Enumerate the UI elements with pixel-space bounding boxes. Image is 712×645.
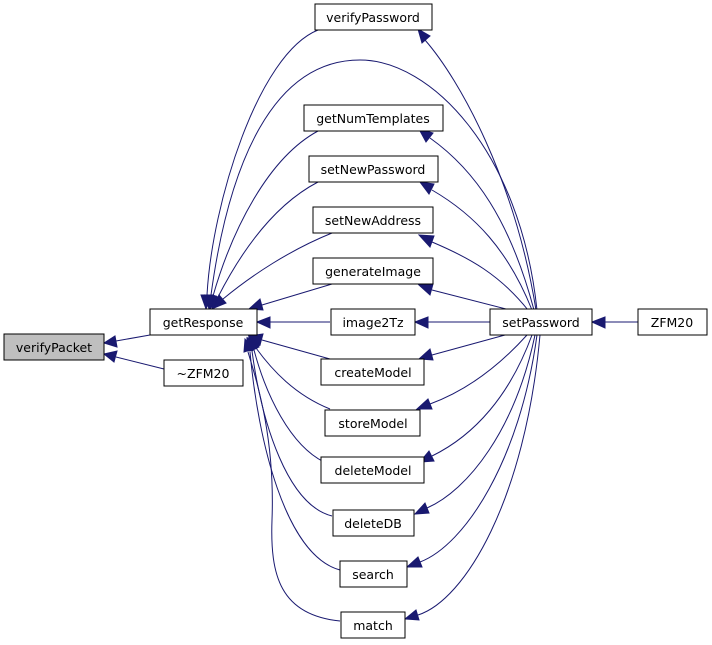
node-label-image2Tz: image2Tz <box>342 315 404 330</box>
node-storeModel[interactable]: storeModel <box>324 409 421 437</box>
node-label-getResponse: getResponse <box>163 315 244 330</box>
edge-generateImage-getResponse <box>247 283 333 311</box>
node-deleteModel[interactable]: deleteModel <box>320 456 425 484</box>
node-setNewPassword[interactable]: setNewPassword <box>308 155 439 183</box>
edge-setNewAddress-getResponse <box>213 232 333 309</box>
edge-getResponse-verifyPacket <box>102 334 151 348</box>
node-search[interactable]: search <box>339 560 408 588</box>
edge-dtor-verifyPacket <box>102 350 165 370</box>
node-label-createModel: createModel <box>334 365 411 380</box>
edge-setPassword-search <box>405 334 538 568</box>
node-getNumTemplates[interactable]: getNumTemplates <box>303 104 444 132</box>
node-label-storeModel: storeModel <box>338 416 407 431</box>
node-label-match: match <box>353 618 393 633</box>
node-label-setNewPassword: setNewPassword <box>321 162 426 177</box>
node-label-generateImage: generateImage <box>325 264 421 279</box>
edge-setPassword-deleteDB <box>413 334 536 515</box>
node-getResponse[interactable]: getResponse <box>149 308 258 336</box>
node-label-search: search <box>352 567 394 582</box>
node-label-dtor: ~ZFM20 <box>177 366 230 381</box>
edge-match-getResponse <box>243 337 341 622</box>
node-label-verifyPacket: verifyPacket <box>16 340 92 355</box>
node-match[interactable]: match <box>340 611 406 639</box>
node-deleteDB[interactable]: deleteDB <box>332 509 415 537</box>
node-verifyPassword[interactable]: verifyPassword <box>314 3 433 31</box>
edge-setPassword-storeModel <box>415 334 528 410</box>
node-label-setPassword: setPassword <box>502 315 580 330</box>
node-setPassword[interactable]: setPassword <box>489 308 593 336</box>
edge-setPassword-setNewAddress <box>417 234 529 311</box>
edge-setPassword-image2Tz <box>413 316 490 329</box>
node-verifyPacket: verifyPacket <box>3 333 105 361</box>
node-label-deleteModel: deleteModel <box>335 463 412 478</box>
node-label-deleteDB: deleteDB <box>344 516 402 531</box>
edge-ctor-setPassword <box>590 316 638 329</box>
node-setNewAddress[interactable]: setNewAddress <box>312 206 434 234</box>
edge-setNewPassword-getResponse <box>211 181 319 311</box>
node-generateImage[interactable]: generateImage <box>312 257 434 285</box>
node-createModel[interactable]: createModel <box>320 358 425 386</box>
node-label-verifyPassword: verifyPassword <box>326 10 420 25</box>
edge-setPassword-match <box>403 334 541 621</box>
edge-image2Tz-getResponse <box>255 316 330 329</box>
edge-setPassword-createModel <box>417 334 506 361</box>
edge-verifyPassword-getResponse <box>200 29 319 311</box>
node-dtor-zfm20[interactable]: ~ZFM20 <box>163 359 244 387</box>
node-label-ctor: ZFM20 <box>651 315 693 330</box>
node-image2Tz[interactable]: image2Tz <box>330 308 416 336</box>
node-ctor-zfm20[interactable]: ZFM20 <box>637 308 708 336</box>
node-label-getNumTemplates: getNumTemplates <box>316 111 430 126</box>
edge-setPassword-setNewPassword <box>418 181 533 311</box>
edge-setPassword-generateImage <box>417 283 511 311</box>
edge-setPassword-verifyPassword <box>417 27 537 311</box>
node-label-setNewAddress: setNewAddress <box>325 213 421 228</box>
